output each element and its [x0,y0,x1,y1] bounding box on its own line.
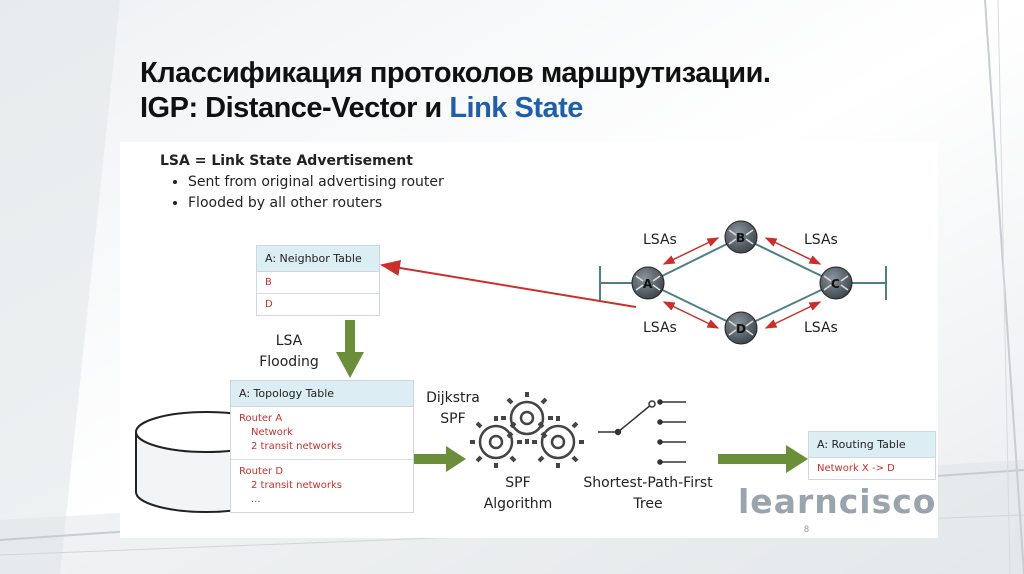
title-accent: Link State [449,92,583,124]
lsa-definition-list: Sent from original advertising router Fl… [160,172,444,214]
lsa-arrows [662,237,822,329]
page-number: 8 [804,524,810,534]
lsa-definition: LSA = Link State Advertisement Sent from… [160,153,444,214]
table-row: Network X -> D [817,463,895,474]
tree-line: Tree [633,496,663,512]
router-a: A [631,266,665,300]
spf-line: SPF [505,475,531,491]
topology-entry: 2 transit networks [251,480,342,491]
flooding-line: LSA [275,333,303,349]
router-c: C [819,266,853,300]
table-row: Router D 2 transit networks ... [231,460,413,512]
routing-table: A: Routing Table Network X -> D [808,431,936,480]
routing-table-header: A: Routing Table [809,432,935,458]
title-line-2-prefix: IGP: Distance-Vector и [140,92,450,124]
router-b-label: B [736,231,745,245]
lsa-bullet: Sent from original advertising router [188,172,444,193]
router-d-label: D [736,322,746,336]
gears-icon [470,392,584,468]
neighbor-table: A: Neighbor Table B D [256,245,380,316]
tree-line: Shortest-Path-First [583,475,713,491]
spf-tree-icon [598,399,686,465]
lsa-definition-heading: LSA = Link State Advertisement [160,153,413,169]
spf-line: Algorithm [483,496,553,512]
dijkstra-line: SPF [440,411,466,427]
learncisco-logo: learncisco [738,482,937,521]
lsa-bullet: Flooded by all other routers [188,193,444,214]
lsa-label: LSAs [804,320,838,336]
flooding-arrow [336,320,364,378]
lsa-label: LSAs [804,232,838,248]
lsa-flooding-label: LSA Flooding [250,331,328,373]
dijkstra-label: Dijkstra SPF [418,388,488,430]
router-b: B [724,220,758,254]
table-row: Router A Network 2 transit networks [231,407,413,460]
dijkstra-line: Dijkstra [426,390,480,406]
topology-entry: Network [251,427,293,438]
topology-table-header: A: Topology Table [231,381,413,407]
spf-algorithm-label: SPF Algorithm [470,473,566,515]
topology-table: A: Topology Table Router A Network 2 tra… [230,380,414,513]
router-c-label: C [831,277,840,291]
title-line-1: Классификация протоколов маршрутизации. [140,57,771,89]
neighbor-table-header: A: Neighbor Table [257,246,379,272]
topology-entry: Router A [239,413,283,424]
neighbor-arrow [380,260,637,308]
tree-to-routing-arrow [718,445,808,473]
table-row: D [265,299,273,310]
slide-title: Классификация протоколов маршрутизации. … [140,56,771,126]
lsa-label: LSAs [643,320,677,336]
topology-entry: Router D [239,466,284,477]
spf-tree-label: Shortest-Path-First Tree [566,473,730,515]
flooding-line: Flooding [259,354,319,370]
router-d: D [724,311,758,345]
lsa-label: LSAs [643,232,677,248]
topology-entry: 2 transit networks [251,441,342,452]
topology-entry: ... [251,494,261,505]
topology-to-spf-arrow [414,446,466,472]
router-a-label: A [643,277,653,291]
table-row: B [257,272,379,294]
title-line-2: IGP: Distance-Vector и Link State [140,91,770,126]
